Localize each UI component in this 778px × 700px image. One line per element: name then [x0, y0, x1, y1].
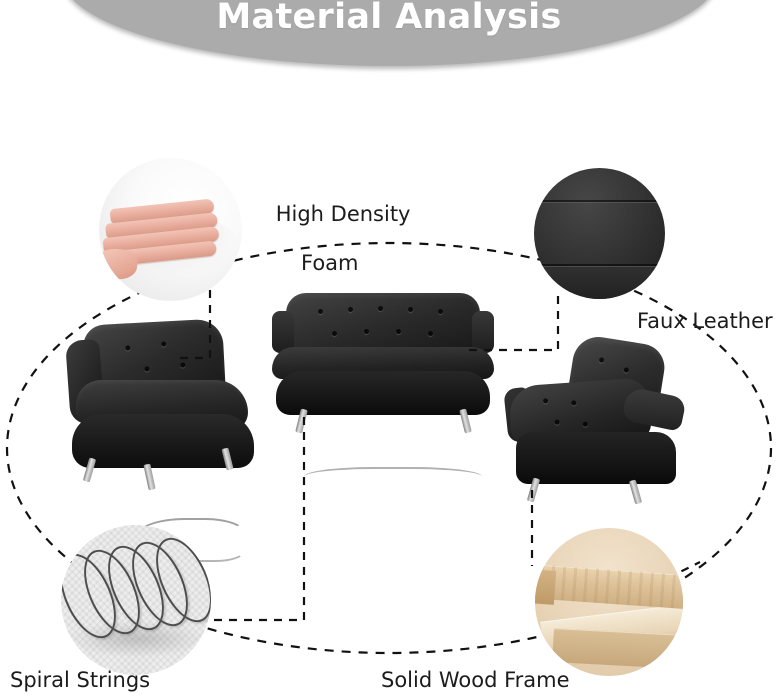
- photo-solid-wood-frame: [535, 528, 683, 676]
- furniture-armchair: [62, 318, 262, 562]
- loveseat-base: [516, 432, 676, 484]
- photo-faux-leather: [534, 168, 665, 299]
- label-solid-wood-frame: Solid Wood Frame: [381, 668, 570, 692]
- label-faux-leather: Faux Leather: [637, 309, 773, 333]
- label-spiral-strings: Spiral Strings: [10, 668, 151, 692]
- leather-panel: [534, 266, 665, 299]
- sofa-base: [276, 371, 490, 469]
- leather-seam: [534, 200, 665, 202]
- leather-seam: [534, 264, 665, 266]
- page-title: Material Analysis: [216, 0, 562, 37]
- photo-spiral-springs: [61, 525, 211, 675]
- label-foam-line1: High Density: [275, 202, 411, 227]
- furniture-loveseat: [503, 333, 688, 505]
- wood-plank: [552, 628, 683, 670]
- sofa-contour: [304, 467, 482, 491]
- label-high-density-foam: High Density Foam: [249, 178, 411, 324]
- wood-plank: [535, 564, 683, 610]
- wood-plank-end-grain: [535, 569, 557, 605]
- label-foam-line2: Foam: [300, 251, 359, 276]
- photo-high-density-foam: [99, 158, 242, 301]
- hand-icon: [99, 194, 240, 283]
